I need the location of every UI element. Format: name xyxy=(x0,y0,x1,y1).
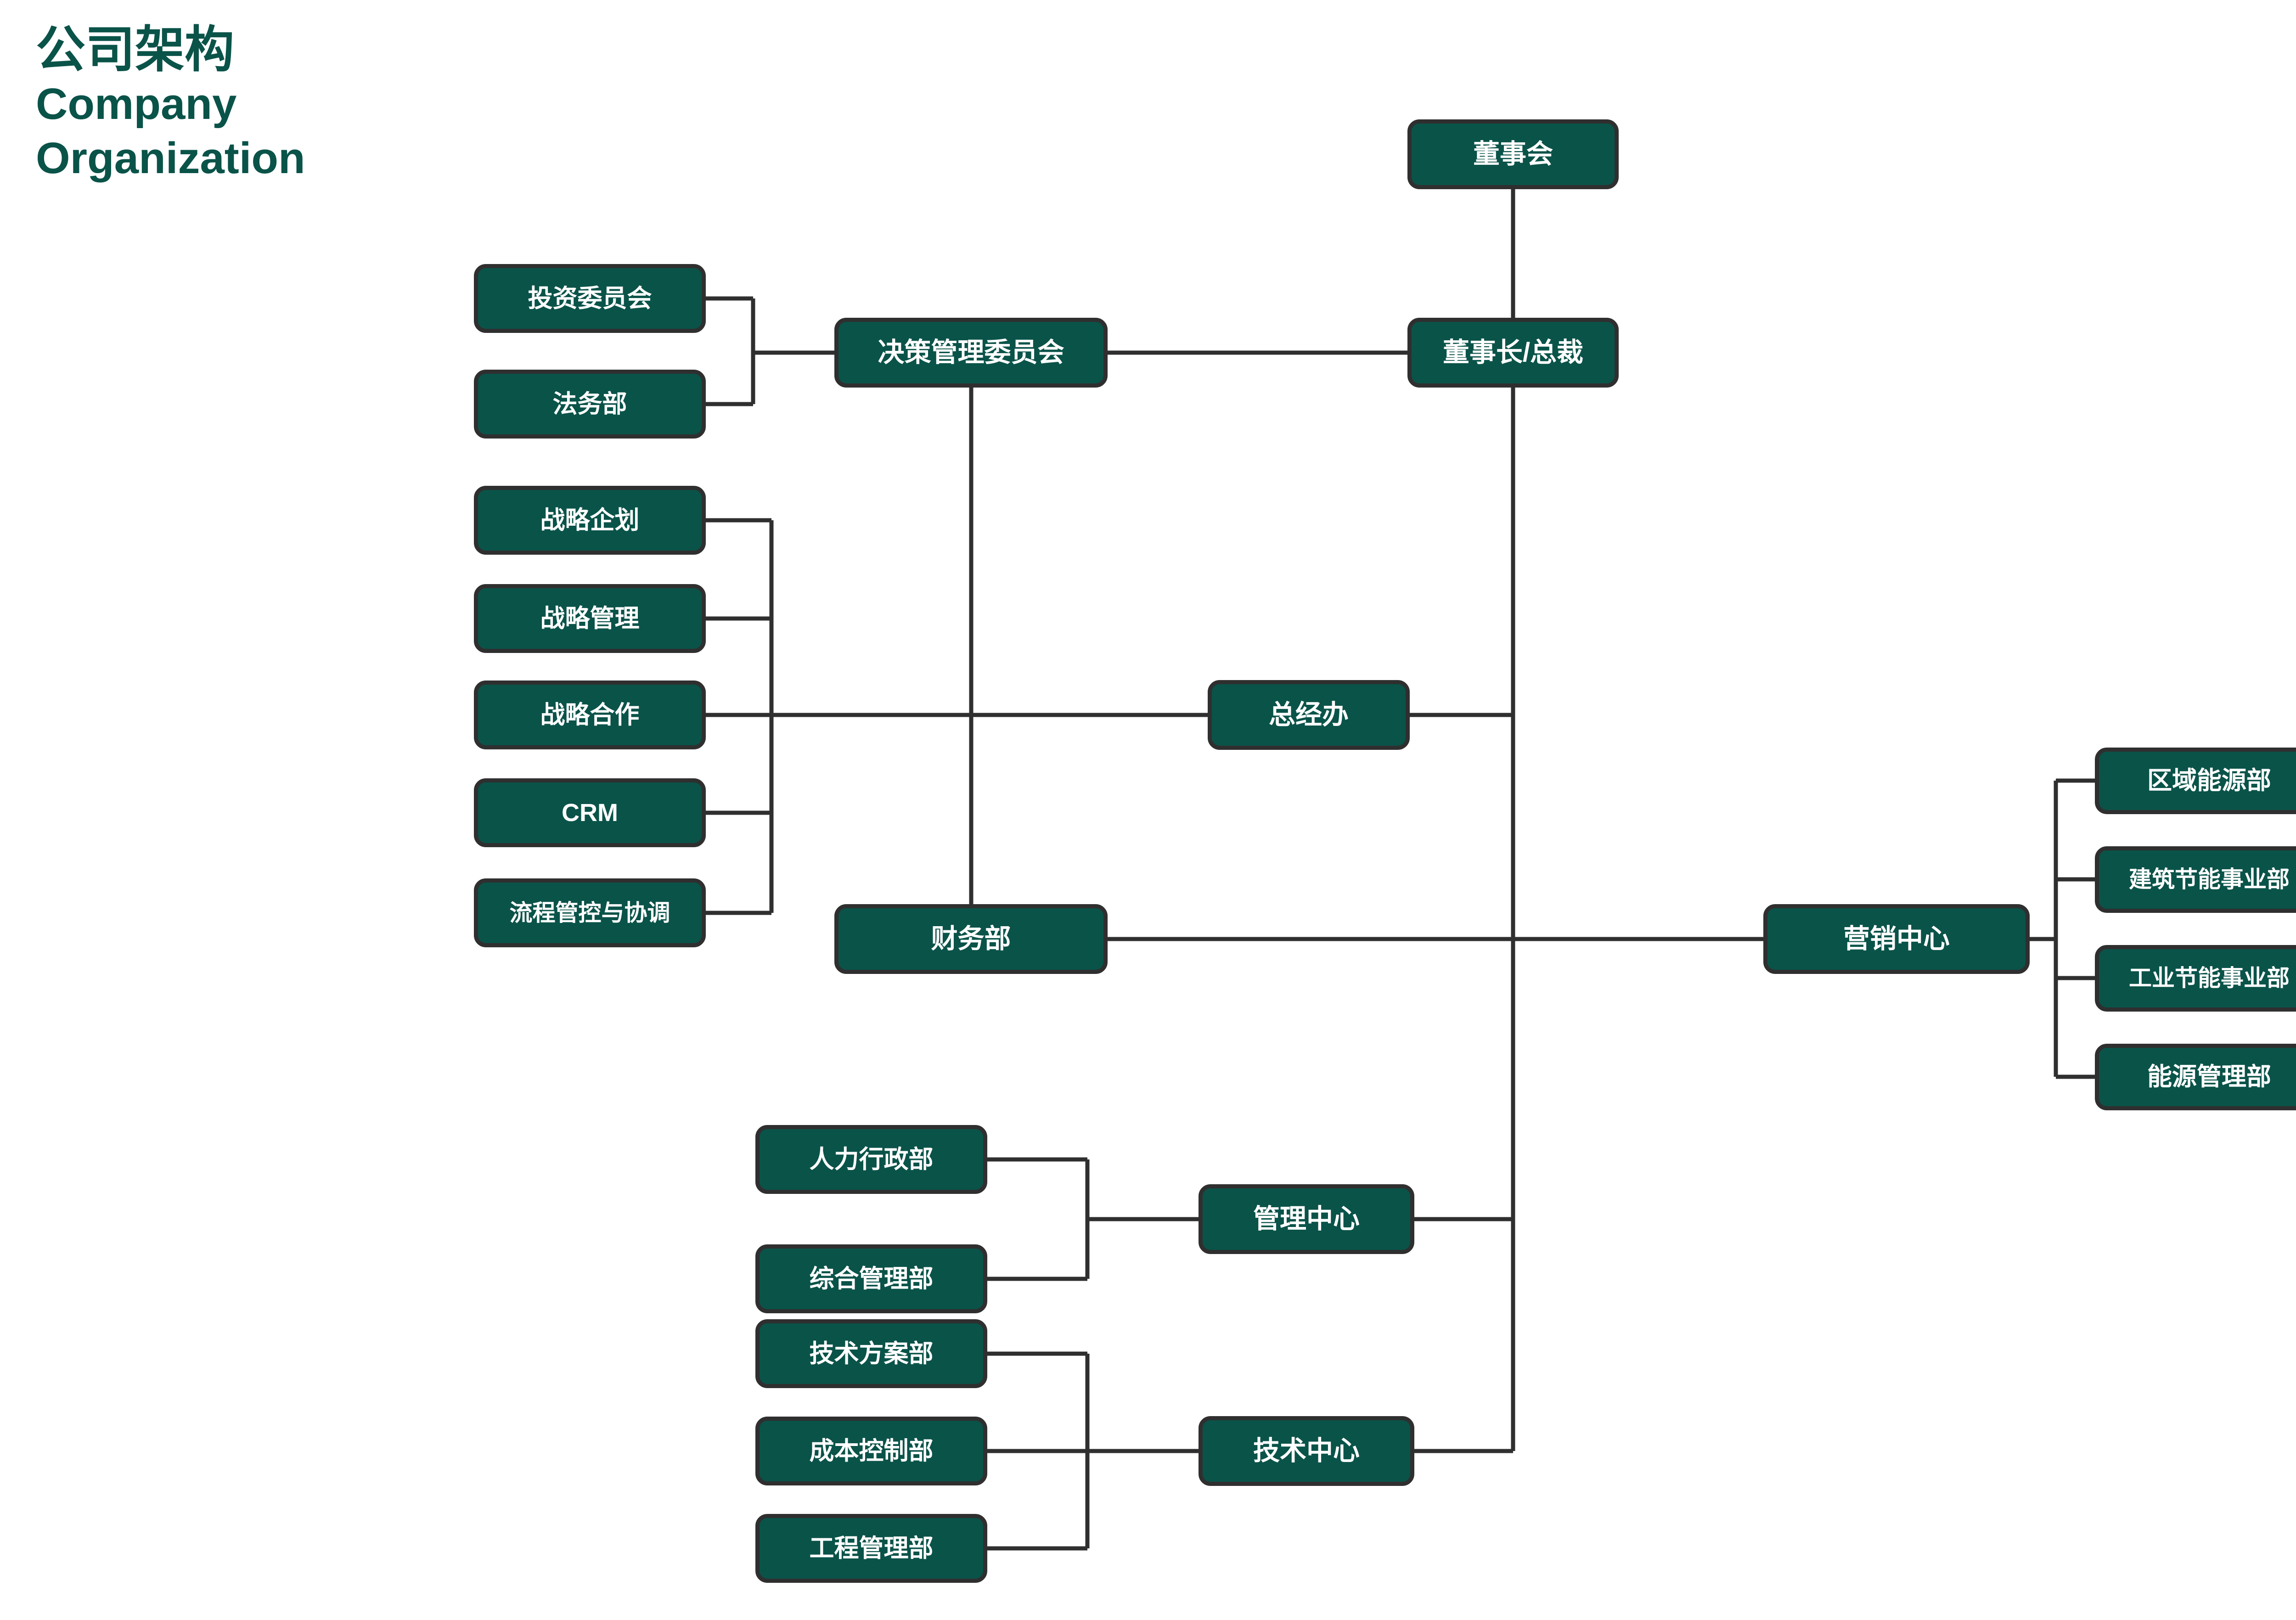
title-english-1: Company xyxy=(36,79,237,129)
node-hr-admin-label: 人力行政部 xyxy=(809,1145,934,1173)
node-gm-office[interactable]: 总经办 xyxy=(1208,680,1410,750)
node-investment-committee[interactable]: 投资委员会 xyxy=(474,264,706,333)
node-strategy-management[interactable]: 战略管理 xyxy=(474,584,706,653)
node-building-energy-saving[interactable]: 建筑节能事业部 xyxy=(2095,846,2296,913)
node-energy-management[interactable]: 能源管理部 xyxy=(2095,1044,2296,1110)
node-strategy-planning-label: 战略企划 xyxy=(540,506,640,534)
node-industrial-energy-saving[interactable]: 工业节能事业部 xyxy=(2095,945,2296,1012)
node-crm[interactable]: CRM xyxy=(474,778,706,847)
node-management-center[interactable]: 管理中心 xyxy=(1199,1184,1414,1254)
node-gm-office-label: 总经办 xyxy=(1268,699,1349,730)
node-process-control[interactable]: 流程管控与协调 xyxy=(474,878,706,947)
title-english-2: Organization xyxy=(36,134,305,183)
page-title: 公司架构 Company Organization xyxy=(36,22,495,186)
node-strategy-cooperation-label: 战略合作 xyxy=(540,701,640,729)
node-cost-control[interactable]: 成本控制部 xyxy=(755,1417,987,1485)
node-technology-center-label: 技术中心 xyxy=(1253,1435,1360,1466)
node-general-management[interactable]: 综合管理部 xyxy=(755,1244,987,1313)
node-engineering-management[interactable]: 工程管理部 xyxy=(755,1514,987,1583)
title-chinese: 公司架构 xyxy=(36,22,235,77)
node-board[interactable]: 董事会 xyxy=(1407,119,1619,189)
node-crm-label: CRM xyxy=(562,799,618,827)
node-legal-department-label: 法务部 xyxy=(552,390,627,418)
node-technical-solution[interactable]: 技术方案部 xyxy=(755,1319,987,1388)
node-chairman-label: 董事长/总裁 xyxy=(1442,337,1584,367)
node-management-center-label: 管理中心 xyxy=(1253,1204,1360,1234)
node-investment-committee-label: 投资委员会 xyxy=(528,284,652,312)
node-hr-admin[interactable]: 人力行政部 xyxy=(755,1125,987,1194)
node-strategy-management-label: 战略管理 xyxy=(540,604,640,632)
node-building-energy-saving-label: 建筑节能事业部 xyxy=(2129,866,2290,893)
node-technology-center[interactable]: 技术中心 xyxy=(1199,1416,1414,1486)
node-marketing-center[interactable]: 营销中心 xyxy=(1763,904,2030,974)
node-strategy-cooperation[interactable]: 战略合作 xyxy=(474,681,706,749)
node-marketing-center-label: 营销中心 xyxy=(1843,923,1950,954)
node-chairman[interactable]: 董事长/总裁 xyxy=(1407,318,1619,388)
node-cost-control-label: 成本控制部 xyxy=(809,1437,934,1465)
node-engineering-management-label: 工程管理部 xyxy=(809,1534,934,1562)
node-strategy-planning[interactable]: 战略企划 xyxy=(474,486,706,555)
node-board-label: 董事会 xyxy=(1473,139,1553,169)
node-regional-energy[interactable]: 区域能源部 xyxy=(2095,748,2296,814)
node-legal-department[interactable]: 法务部 xyxy=(474,370,706,439)
node-industrial-energy-saving-label: 工业节能事业部 xyxy=(2129,965,2290,991)
node-process-control-label: 流程管控与协调 xyxy=(509,900,670,926)
node-decision-committee-label: 决策管理委员会 xyxy=(878,337,1064,367)
node-finance-department[interactable]: 财务部 xyxy=(834,904,1108,974)
node-finance-department-label: 财务部 xyxy=(931,923,1011,954)
node-decision-committee[interactable]: 决策管理委员会 xyxy=(834,318,1108,388)
node-energy-management-label: 能源管理部 xyxy=(2147,1063,2271,1091)
node-general-management-label: 综合管理部 xyxy=(809,1265,934,1293)
node-technical-solution-label: 技术方案部 xyxy=(809,1339,934,1367)
node-regional-energy-label: 区域能源部 xyxy=(2147,767,2271,795)
